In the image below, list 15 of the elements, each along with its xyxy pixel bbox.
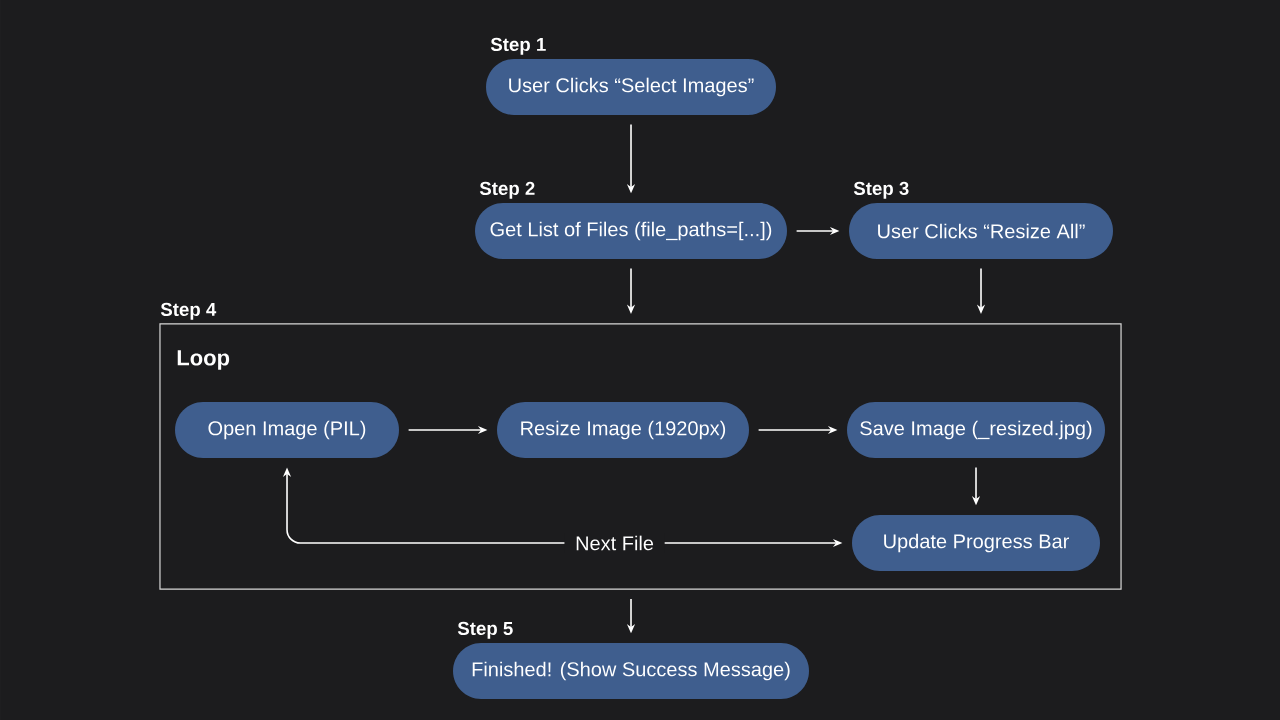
process-box: User Clicks “Resize All” xyxy=(849,203,1113,259)
step-label: Step 1 xyxy=(490,37,546,55)
process-box: User Clicks “Select Images” xyxy=(486,59,776,115)
process-box: Update Progress Bar xyxy=(852,515,1100,571)
loop-title: Loop xyxy=(177,350,230,370)
process-box: Get List of Files (file_paths=[...]) xyxy=(475,203,787,259)
step-label: Step 2 xyxy=(479,181,535,199)
step-label: Step 5 xyxy=(457,621,513,639)
process-box: Save Image (_resized.jpg) xyxy=(847,402,1105,458)
process-box: Open Image (PIL) xyxy=(175,402,399,458)
process-box: Finished! (Show Success Message) xyxy=(453,643,809,699)
step-label: Step 4 xyxy=(160,302,217,320)
process-box: Resize Image (1920px) xyxy=(497,402,749,458)
step-label: Step 3 xyxy=(853,181,909,199)
edge-label: Next File xyxy=(564,533,665,553)
